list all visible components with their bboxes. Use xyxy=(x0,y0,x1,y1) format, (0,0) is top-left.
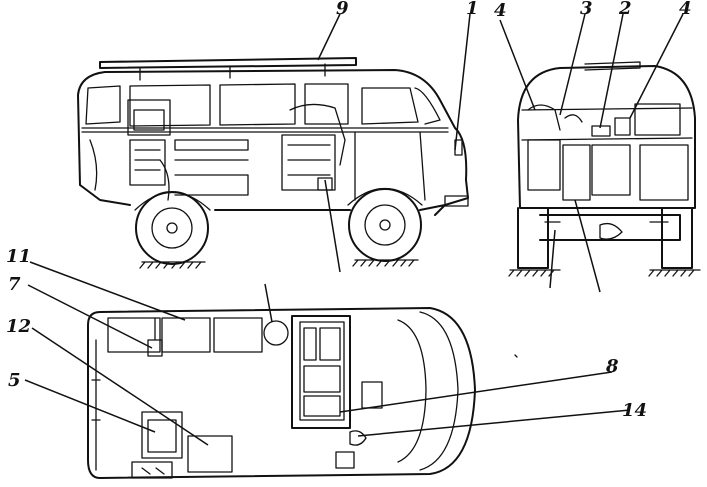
rear-equipment xyxy=(527,103,689,201)
callout-labels: 9 1 4 3 2 4 11 7 12 5 8 14 xyxy=(6,0,692,421)
van-body xyxy=(77,69,469,216)
callout-1: 1 xyxy=(466,0,479,19)
leader-14 xyxy=(357,409,631,437)
rear-body xyxy=(517,65,696,209)
leader-8 xyxy=(339,371,613,413)
plan-view xyxy=(87,307,518,479)
callout-2: 2 xyxy=(618,0,632,19)
callout-3: 3 xyxy=(580,0,593,19)
callout-12: 12 xyxy=(6,316,31,337)
leader-5 xyxy=(24,379,156,433)
plan-body xyxy=(87,307,476,479)
callout-4-left: 4 xyxy=(494,0,507,21)
plan-bottom-units xyxy=(91,339,233,479)
callout-14: 14 xyxy=(622,400,647,421)
callout-8: 8 xyxy=(605,356,619,377)
leader-4a xyxy=(499,19,536,111)
leader-2 xyxy=(599,13,624,129)
side-equipment-middle xyxy=(281,103,346,191)
leader-lines xyxy=(24,13,684,446)
leader-1 xyxy=(454,13,471,151)
leader-3 xyxy=(559,13,586,116)
plan-top-units xyxy=(107,317,289,357)
rear-view xyxy=(508,61,701,277)
plan-cabinet xyxy=(291,315,383,469)
callout-7: 7 xyxy=(8,274,21,295)
callout-11: 11 xyxy=(6,246,31,267)
leader-9 xyxy=(317,13,341,61)
roof-rack xyxy=(99,57,357,81)
ground-hatching-side xyxy=(139,259,419,269)
leader-12 xyxy=(31,327,209,446)
side-equipment-left xyxy=(89,99,249,201)
side-wheel-rear xyxy=(134,191,211,265)
callout-9: 9 xyxy=(336,0,349,19)
callout-5: 5 xyxy=(8,370,21,391)
side-wheel-front xyxy=(347,187,423,262)
side-view xyxy=(77,57,469,269)
leader-11 xyxy=(29,261,186,321)
leader-4b xyxy=(629,13,684,119)
callout-4-right: 4 xyxy=(679,0,692,19)
side-windows xyxy=(85,83,441,127)
leader-7 xyxy=(27,284,153,349)
